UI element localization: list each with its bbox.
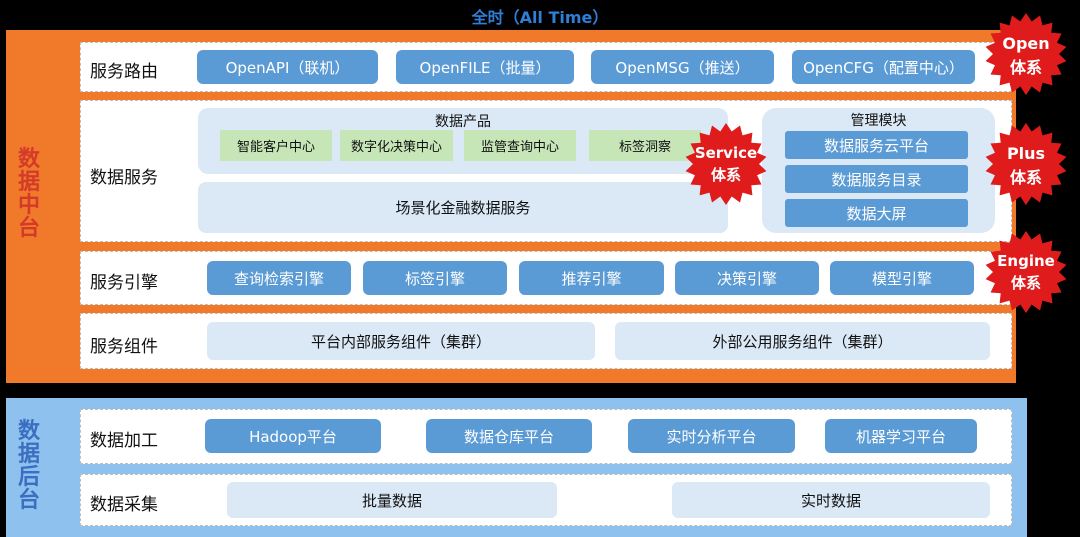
open-system-badge: Open 体系 (984, 12, 1068, 96)
back-platform-text: 数据后台 (17, 419, 40, 513)
machine-learning-button[interactable]: 机器学习平台 (825, 419, 977, 453)
query-engine-button[interactable]: 查询检索引擎 (207, 261, 351, 295)
service-engine-label: 服务引擎 (90, 273, 158, 293)
management-module-title: 管理模块 (850, 113, 907, 129)
model-engine-button[interactable]: 模型引擎 (830, 261, 974, 295)
recommend-engine-button[interactable]: 推荐引擎 (519, 261, 664, 295)
service-routing-label: 服务路由 (90, 62, 158, 82)
scenario-finance-service[interactable]: 场景化金融数据服务 (198, 182, 728, 233)
service-component-label: 服务组件 (90, 337, 158, 357)
regulatory-query-center[interactable]: 监管查询中心 (464, 130, 576, 161)
open-badge-line1: Open (1002, 34, 1050, 53)
data-collection-label: 数据采集 (90, 495, 158, 515)
starburst-icon (985, 123, 1067, 205)
openmsg-button[interactable]: OpenMSG（推送） (591, 50, 774, 84)
data-product-title: 数据产品 (435, 114, 491, 130)
smart-customer-center[interactable]: 智能客户中心 (220, 130, 332, 161)
tag-engine-button[interactable]: 标签引擎 (363, 261, 507, 295)
engine-badge-line2: 体系 (1010, 274, 1041, 292)
middle-platform-text: 数据中台 (17, 147, 40, 241)
starburst-icon (985, 231, 1067, 313)
openapi-button[interactable]: OpenAPI（联机） (197, 50, 378, 84)
plus-badge-line2: 体系 (1009, 168, 1042, 187)
internal-component-cluster[interactable]: 平台内部服务组件（集群） (207, 322, 595, 360)
decision-engine-button[interactable]: 决策引擎 (675, 261, 819, 295)
data-processing-label: 数据加工 (90, 431, 158, 451)
back-platform-label: 数据后台 (14, 420, 44, 512)
data-warehouse-button[interactable]: 数据仓库平台 (426, 419, 592, 453)
engine-system-badge: Engine 体系 (984, 230, 1068, 314)
starburst-icon (985, 13, 1067, 95)
tag-insight[interactable]: 标签洞察 (589, 130, 701, 161)
engine-badge-line1: Engine (997, 252, 1055, 270)
digital-decision-center[interactable]: 数字化决策中心 (340, 130, 453, 161)
hadoop-platform-button[interactable]: Hadoop平台 (205, 419, 381, 453)
opencfg-button[interactable]: OpenCFG（配置中心） (792, 50, 975, 84)
data-service-label: 数据服务 (90, 168, 158, 188)
service-badge-line2: 体系 (710, 166, 741, 184)
external-component-cluster[interactable]: 外部公用服务组件（集群） (615, 322, 990, 360)
starburst-icon (685, 123, 767, 205)
service-system-badge: Service 体系 (684, 122, 768, 206)
batch-data-button[interactable]: 批量数据 (227, 482, 557, 518)
plus-system-badge: Plus 体系 (984, 122, 1068, 206)
middle-platform-label: 数据中台 (14, 148, 44, 240)
open-badge-line2: 体系 (1009, 58, 1042, 77)
service-badge-line1: Service (694, 144, 758, 162)
realtime-data-button[interactable]: 实时数据 (672, 482, 990, 518)
openfile-button[interactable]: OpenFILE（批量） (396, 50, 574, 84)
data-big-screen-button[interactable]: 数据大屏 (785, 199, 968, 227)
realtime-analysis-button[interactable]: 实时分析平台 (628, 419, 795, 453)
data-service-cloud-button[interactable]: 数据服务云平台 (785, 131, 968, 159)
plus-badge-line1: Plus (1006, 144, 1046, 163)
diagram-title: 全时（All Time） (471, 8, 609, 27)
data-service-catalog-button[interactable]: 数据服务目录 (785, 165, 968, 193)
